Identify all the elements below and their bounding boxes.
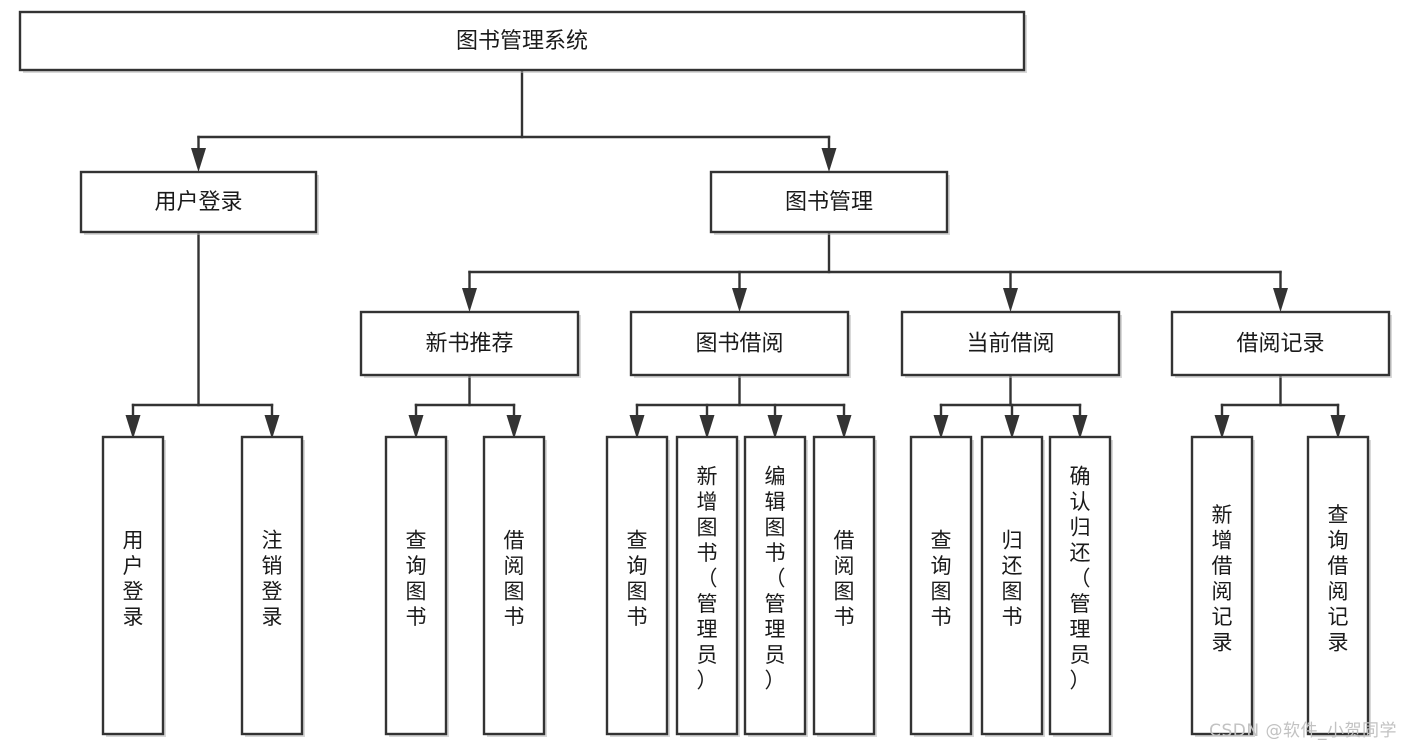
node-leaf-borrow-book-1[interactable]: 借阅图书 bbox=[482, 435, 547, 737]
node-book-borrow[interactable]: 图书借阅 bbox=[629, 310, 851, 378]
node-label: 用户登录 bbox=[154, 190, 242, 215]
node-rect[interactable] bbox=[101, 435, 165, 736]
node-label: 查询图书 bbox=[627, 528, 648, 629]
arrow-head bbox=[629, 415, 645, 439]
node-leaf-borrow-book-2[interactable]: 借阅图书 bbox=[812, 435, 877, 737]
node-leaf-user-login[interactable]: 用户登录 bbox=[101, 435, 166, 737]
node-label: 查询借阅记录 bbox=[1328, 503, 1349, 655]
node-current-borrow[interactable]: 当前借阅 bbox=[900, 310, 1122, 378]
node-layer: 图书管理系统用户登录图书管理新书推荐图书借阅当前借阅借阅记录用户登录注销登录查询… bbox=[18, 10, 1392, 737]
node-label: 新增借阅记录 bbox=[1212, 503, 1233, 655]
arrow-head bbox=[1214, 415, 1230, 439]
arrow-head bbox=[264, 415, 280, 439]
arrow-head bbox=[191, 148, 206, 172]
node-borrow-record[interactable]: 借阅记录 bbox=[1170, 310, 1392, 378]
arrow-head bbox=[1330, 415, 1346, 439]
node-label: 注销登录 bbox=[262, 528, 283, 629]
arrow-head bbox=[1273, 288, 1288, 312]
node-rect[interactable] bbox=[709, 170, 949, 234]
node-rect[interactable] bbox=[79, 170, 318, 234]
arrow-head bbox=[1072, 415, 1088, 439]
arrow-head bbox=[1003, 288, 1018, 312]
node-leaf-confirm-return[interactable]: 确认归还（管理员） bbox=[1048, 435, 1113, 737]
node-leaf-query-book-3[interactable]: 查询图书 bbox=[909, 435, 974, 737]
node-label: 当前借阅 bbox=[966, 332, 1054, 357]
arrow-head bbox=[1004, 415, 1020, 439]
node-new-book-recommend[interactable]: 新书推荐 bbox=[359, 310, 581, 378]
node-label: 查询图书 bbox=[406, 528, 427, 629]
node-leaf-add-record[interactable]: 新增借阅记录 bbox=[1190, 435, 1255, 737]
node-label: 新书推荐 bbox=[425, 332, 513, 357]
node-label: 借阅图书 bbox=[834, 528, 855, 629]
node-rect[interactable] bbox=[482, 435, 546, 736]
node-label: 图书借阅 bbox=[695, 332, 783, 357]
node-rect[interactable] bbox=[18, 10, 1026, 72]
node-label: 编辑图书（管理员） bbox=[765, 465, 786, 693]
node-rect[interactable] bbox=[909, 435, 973, 736]
arrow-head bbox=[462, 288, 477, 312]
arrow-head bbox=[125, 415, 141, 439]
node-leaf-return-book[interactable]: 归还图书 bbox=[980, 435, 1045, 737]
arrow-head bbox=[408, 415, 424, 439]
node-rect[interactable] bbox=[1190, 435, 1254, 736]
node-rect[interactable] bbox=[1170, 310, 1391, 377]
node-user-login[interactable]: 用户登录 bbox=[79, 170, 319, 235]
node-leaf-add-book[interactable]: 新增图书（管理员） bbox=[675, 435, 740, 737]
node-rect[interactable] bbox=[980, 435, 1044, 736]
node-label: 图书管理 bbox=[785, 190, 873, 215]
connector-layer bbox=[125, 68, 1346, 439]
node-rect[interactable] bbox=[812, 435, 876, 736]
node-leaf-query-record[interactable]: 查询借阅记录 bbox=[1306, 435, 1371, 737]
arrow-head bbox=[821, 148, 837, 172]
node-rect[interactable] bbox=[384, 435, 448, 736]
node-label: 新增图书（管理员） bbox=[697, 465, 718, 693]
arrow-head bbox=[506, 415, 522, 439]
node-label: 借阅记录 bbox=[1236, 332, 1324, 357]
node-rect[interactable] bbox=[1306, 435, 1370, 736]
node-label: 查询图书 bbox=[931, 528, 952, 629]
node-book-manage[interactable]: 图书管理 bbox=[709, 170, 950, 235]
node-leaf-logout-login[interactable]: 注销登录 bbox=[240, 435, 305, 737]
node-leaf-query-book-1[interactable]: 查询图书 bbox=[384, 435, 449, 737]
arrow-head bbox=[933, 415, 949, 439]
node-rect[interactable] bbox=[1048, 435, 1112, 736]
node-rect[interactable] bbox=[675, 435, 739, 736]
arrow-head bbox=[699, 415, 715, 439]
node-rect[interactable] bbox=[359, 310, 580, 377]
node-rect[interactable] bbox=[240, 435, 304, 736]
node-rect[interactable] bbox=[900, 310, 1121, 377]
node-rect[interactable] bbox=[629, 310, 850, 377]
node-label: 借阅图书 bbox=[504, 528, 525, 629]
arrow-head bbox=[836, 415, 852, 439]
arrow-head bbox=[767, 415, 783, 439]
node-label: 归还图书 bbox=[1002, 528, 1023, 629]
node-label: 确认归还（管理员） bbox=[1070, 465, 1091, 693]
node-leaf-query-book-2[interactable]: 查询图书 bbox=[605, 435, 670, 737]
node-label: 用户登录 bbox=[123, 528, 144, 629]
arrow-head bbox=[732, 288, 747, 312]
node-leaf-edit-book[interactable]: 编辑图书（管理员） bbox=[743, 435, 808, 737]
node-root-system[interactable]: 图书管理系统 bbox=[18, 10, 1027, 73]
node-rect[interactable] bbox=[605, 435, 669, 736]
node-rect[interactable] bbox=[743, 435, 807, 736]
node-label: 图书管理系统 bbox=[456, 29, 588, 54]
